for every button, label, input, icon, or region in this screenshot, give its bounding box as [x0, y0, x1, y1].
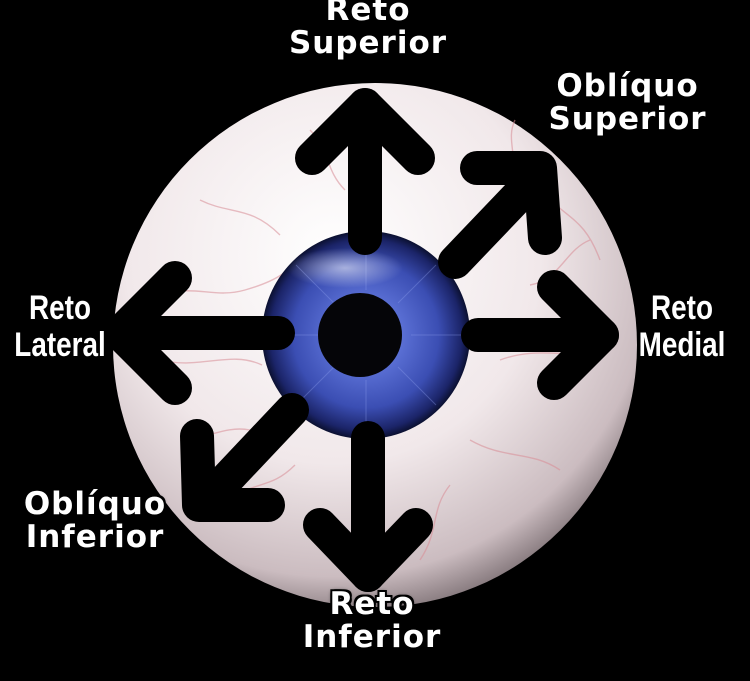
- label-reto-inferior: Reto Inferior: [272, 586, 472, 656]
- label-reto-medial: Reto Medial: [625, 290, 740, 363]
- pupil: [318, 293, 402, 377]
- arrow-reto-superior: [295, 88, 435, 255]
- arrow-reto-lateral: [103, 261, 295, 405]
- label-line: Superior: [548, 101, 707, 138]
- label-line: Superior: [288, 25, 448, 62]
- eye-highlight: [287, 248, 403, 288]
- label-reto-lateral: Reto Lateral: [3, 290, 118, 363]
- label-line: Reto: [651, 289, 713, 327]
- arrow-reto-medial: [461, 270, 619, 400]
- arrow-reto-inferior: [303, 421, 433, 592]
- label-line: Reto: [329, 586, 415, 622]
- arrow-obliquo-superior: [438, 151, 562, 279]
- arrow-obliquo-inferior: [180, 393, 309, 522]
- label-obliquo-superior: Oblíquo Superior: [525, 68, 730, 138]
- label-reto-superior: Reto Superior: [268, 0, 468, 61]
- label-line: Inferior: [302, 619, 442, 656]
- muscle-arrows: [103, 88, 619, 592]
- label-line: Medial: [638, 325, 726, 364]
- label-line: Oblíquo: [23, 486, 167, 522]
- label-line: Oblíquo: [556, 68, 699, 104]
- label-obliquo-inferior: Oblíquo Inferior: [0, 486, 190, 556]
- label-line: Lateral: [14, 325, 106, 364]
- label-line: Reto: [325, 0, 411, 28]
- label-line: Reto: [29, 289, 91, 327]
- label-line: Inferior: [25, 519, 165, 556]
